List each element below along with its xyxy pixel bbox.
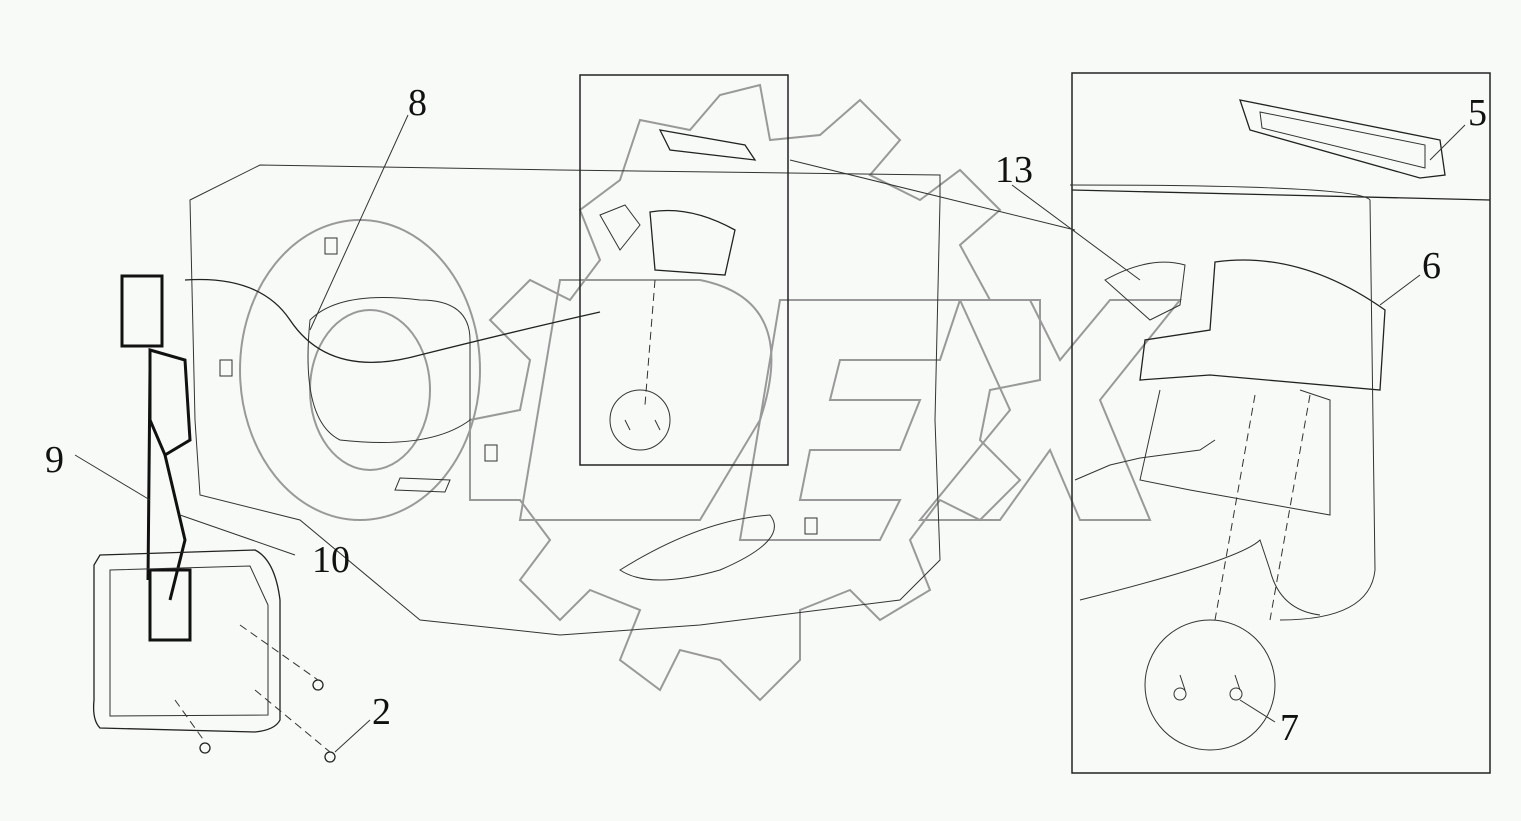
leader-8 bbox=[309, 114, 409, 331]
watermark-letter-e bbox=[738, 299, 962, 541]
inside-handle bbox=[1139, 259, 1386, 391]
handle-cover bbox=[1239, 99, 1446, 179]
leader-7 bbox=[1239, 699, 1276, 723]
leader-10 bbox=[179, 514, 296, 556]
leader-13 bbox=[1011, 184, 1141, 281]
callout-7: 7 bbox=[1280, 707, 1299, 749]
callout-10: 10 bbox=[312, 539, 350, 581]
handle-lever bbox=[1104, 261, 1186, 321]
door-inner-panel bbox=[189, 164, 941, 636]
callout-8: 8 bbox=[408, 82, 427, 124]
inset-view-right bbox=[1071, 72, 1491, 774]
door-lock-assembly bbox=[120, 274, 192, 642]
leader-13b bbox=[789, 159, 1076, 231]
leader-5 bbox=[1429, 124, 1466, 161]
callout-9: 9 bbox=[45, 439, 64, 481]
inside-handle-bezel bbox=[92, 549, 281, 733]
inset-view-center bbox=[579, 74, 789, 466]
callout-2: 2 bbox=[372, 691, 391, 733]
callout-13: 13 bbox=[995, 149, 1033, 191]
screw bbox=[199, 742, 211, 754]
watermark-letter-x bbox=[917, 299, 1183, 521]
gear-watermark bbox=[469, 83, 1041, 702]
callout-5: 5 bbox=[1468, 92, 1487, 134]
leader-2 bbox=[334, 719, 371, 753]
handle-cover-small bbox=[658, 129, 757, 161]
screw bbox=[324, 751, 336, 763]
watermark-logo bbox=[239, 83, 1183, 702]
leader-9 bbox=[74, 454, 151, 501]
handle-small bbox=[649, 209, 736, 276]
watermark-letter-o bbox=[239, 219, 481, 521]
leader-6 bbox=[1379, 274, 1421, 306]
release-cable bbox=[184, 278, 601, 363]
screw bbox=[312, 679, 324, 691]
callout-6: 6 bbox=[1422, 245, 1441, 287]
panel-cutout bbox=[307, 297, 471, 443]
